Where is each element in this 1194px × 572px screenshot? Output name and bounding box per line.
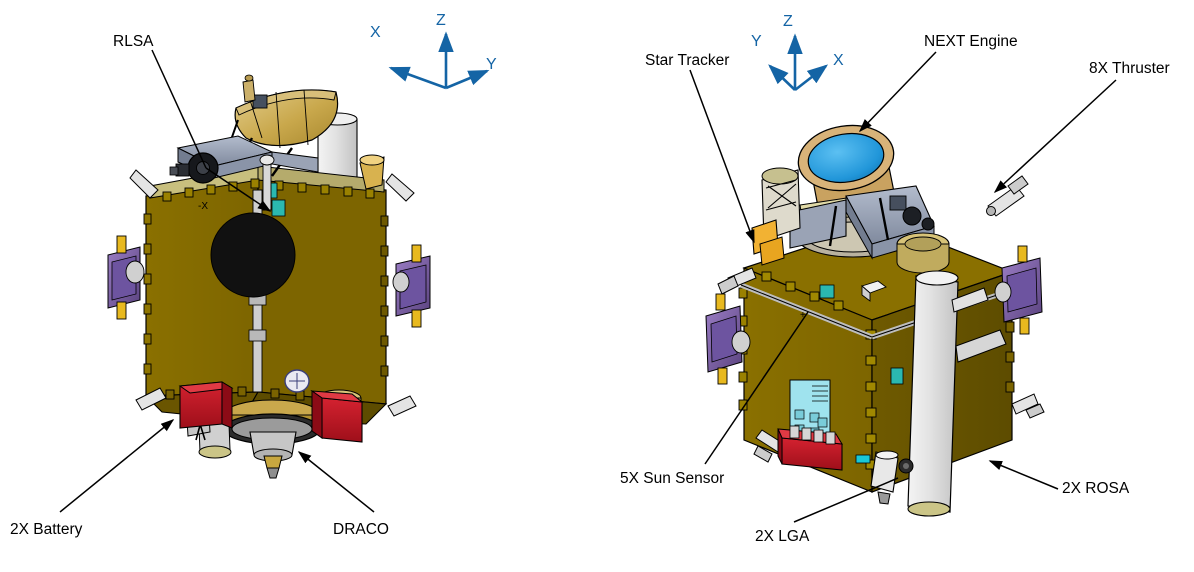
rlsa-antenna: [223, 74, 339, 177]
axis-label-z-right: Z: [783, 13, 793, 30]
deck-horn-antenna: [896, 232, 950, 274]
leader-draco: [297, 451, 375, 513]
svg-text:+: +: [800, 310, 806, 321]
axis-label-x-right: X: [833, 52, 844, 69]
axis-label-y-left: Y: [486, 56, 497, 73]
callout-thruster: 8X Thruster: [1089, 60, 1170, 77]
optical-aperture: [210, 212, 296, 298]
axis-label-x-left: X: [370, 24, 381, 41]
callout-star-tracker: Star Tracker: [645, 52, 730, 69]
callout-battery: 2X Battery: [10, 521, 83, 538]
lga-antenna: [870, 450, 914, 505]
star-tracker: [751, 167, 801, 266]
callout-rosa: 2X ROSA: [1062, 480, 1130, 497]
thruster-cluster-right-right-view: [994, 245, 1043, 335]
leader-sun-sensor: [704, 311, 809, 465]
callout-leaders: [59, 49, 1117, 523]
callout-draco: DRACO: [333, 521, 389, 538]
view-minus-x: Z X Y RLSA 2X Battery DRACO: [10, 12, 497, 538]
battery-box-right: [310, 390, 364, 443]
callout-lga: 2X LGA: [755, 528, 810, 545]
leader-rlsa-a: [151, 49, 207, 169]
callout-rlsa: RLSA: [113, 33, 154, 50]
leader-lga: [793, 477, 899, 523]
right-spacecraft: +: [705, 124, 1045, 517]
axis-triad-right-arrows: [768, 33, 829, 92]
thruster-nozzle-left-upper: [717, 267, 757, 295]
rosa-boom-front-right-view: [907, 270, 1007, 517]
leader-star-tracker: [689, 69, 755, 244]
axis-triad-left-arrows: [388, 31, 490, 90]
thruster-cluster-left: [107, 235, 145, 320]
callout-next-engine: NEXT Engine: [924, 33, 1018, 50]
axis-label-z-left: Z: [436, 12, 446, 29]
leader-rlsa-b: [205, 167, 272, 212]
leader-next-engine: [858, 51, 937, 133]
callout-sun-sensor: 5X Sun Sensor: [620, 470, 725, 487]
next-engine-grid: [807, 132, 885, 184]
thruster-cluster-left-right-view: [705, 293, 751, 385]
axis-label-y-right: Y: [751, 33, 762, 50]
leader-thruster: [993, 79, 1117, 194]
thruster-nozzle-side-lower: [1011, 393, 1045, 419]
battery-box-right-view: [777, 425, 843, 471]
battery-box-left: [178, 381, 234, 429]
leader-rosa: [988, 460, 1059, 490]
left-spacecraft: -X: [107, 74, 431, 479]
horn-antenna-left-view: [359, 154, 385, 190]
thruster-cluster-right: [392, 244, 431, 328]
corner-thrusters-left-view: [129, 169, 417, 417]
leader-battery: [59, 419, 175, 513]
svg-text:-X: -X: [198, 201, 208, 212]
view-plus-x: Z Y X Star Tracker NEXT Engine 8X Thrust…: [597, 0, 1194, 572]
next-engine: [789, 124, 935, 260]
thruster-nozzle-front-lower: [753, 429, 785, 463]
